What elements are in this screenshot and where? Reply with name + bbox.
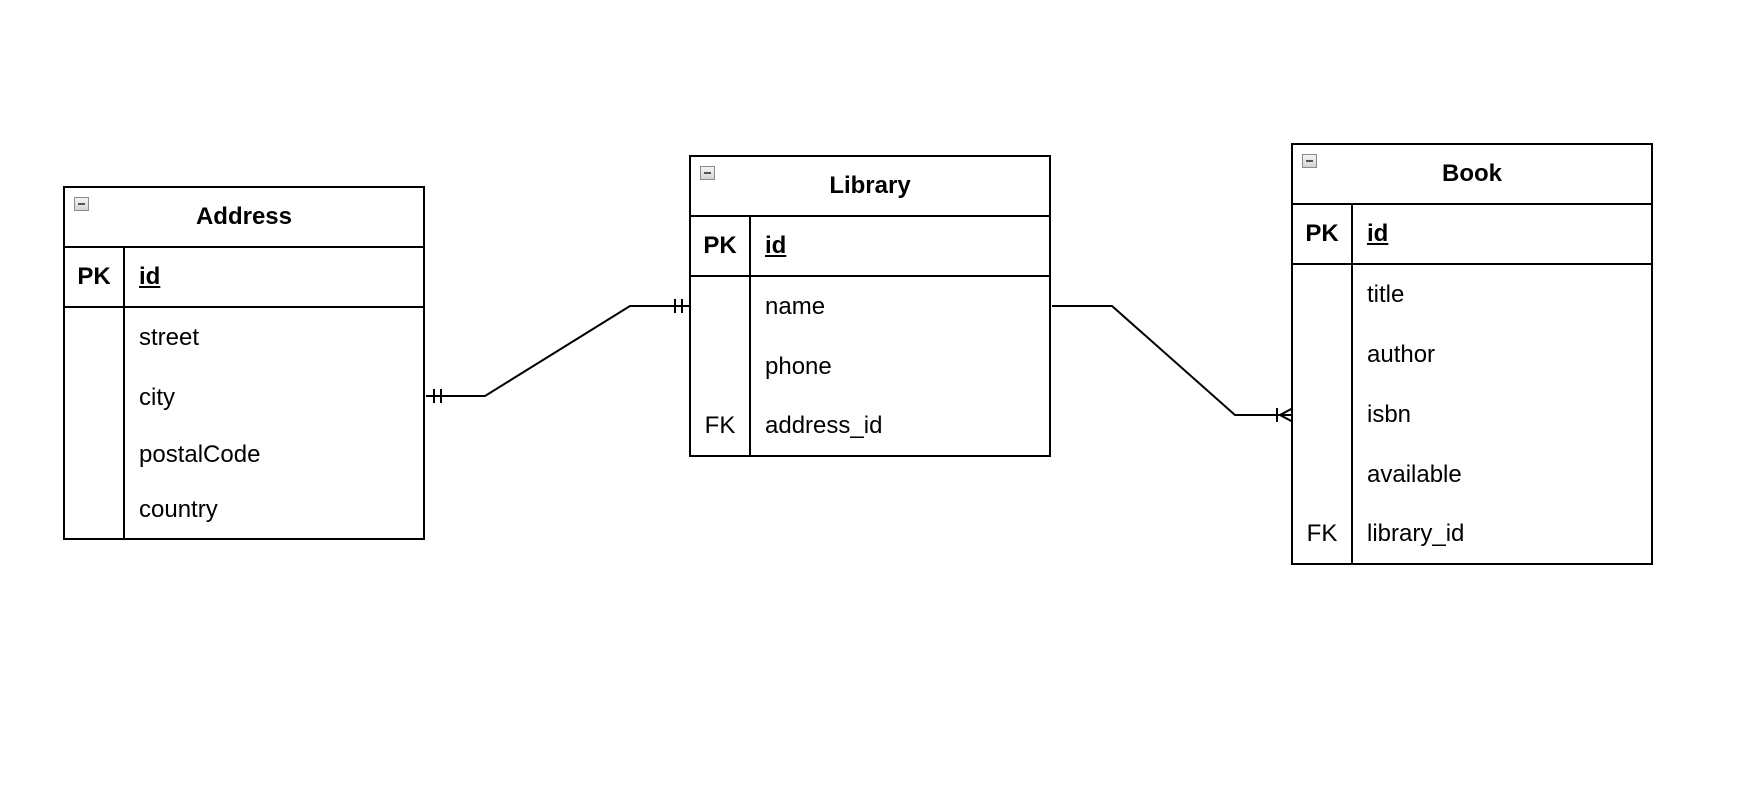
attribute-name: address_id <box>765 412 883 439</box>
key-label: PK <box>691 217 751 275</box>
key-label: PK <box>1293 205 1353 263</box>
attribute-row[interactable]: postalCode <box>65 428 423 482</box>
key-label <box>691 337 751 397</box>
key-label <box>1293 445 1353 505</box>
attribute-row[interactable]: title <box>1293 265 1651 325</box>
collapse-icon[interactable] <box>700 166 715 180</box>
attribute-name: library_id <box>1367 520 1465 547</box>
attribute-row[interactable]: author <box>1293 325 1651 385</box>
key-label <box>65 428 125 482</box>
attribute-row[interactable]: FK address_id <box>691 397 1049 455</box>
attribute-row[interactable]: name <box>691 277 1049 337</box>
key-label <box>691 277 751 337</box>
entity-title: Library <box>829 172 911 199</box>
entity-title: Book <box>1442 160 1502 187</box>
library-book-relationship[interactable] <box>1052 305 1296 424</box>
attribute-name: id <box>765 232 787 259</box>
primary-key-row[interactable]: PK id <box>1293 205 1651 265</box>
entity-title: Address <box>195 203 293 230</box>
attribute-row[interactable]: phone <box>691 337 1049 397</box>
attribute-name: isbn <box>1367 401 1412 428</box>
attribute-row[interactable]: available <box>1293 445 1651 505</box>
key-label: FK <box>1293 505 1353 563</box>
key-label <box>1293 385 1353 445</box>
attribute-name: postalCode <box>139 441 261 468</box>
attribute-name: city <box>139 384 175 411</box>
entity-library[interactable]: Library PK id name phone FK address_id <box>689 155 1051 457</box>
attribute-name: id <box>139 263 161 290</box>
entity-header: Address <box>65 188 423 248</box>
entity-address[interactable]: Address PK id street city postalCode cou… <box>63 186 425 540</box>
attribute-row[interactable]: isbn <box>1293 385 1651 445</box>
address-library-relationship[interactable] <box>426 299 690 403</box>
key-label <box>65 368 125 428</box>
collapse-icon[interactable] <box>74 197 89 211</box>
key-label: PK <box>65 248 125 306</box>
primary-key-row[interactable]: PK id <box>65 248 423 308</box>
attribute-row[interactable]: street <box>65 308 423 368</box>
entity-header: Library <box>691 157 1049 217</box>
key-label <box>1293 265 1353 325</box>
attribute-row[interactable]: city <box>65 368 423 428</box>
entity-book[interactable]: Book PK id title author isbn available F… <box>1291 143 1653 565</box>
attribute-row[interactable]: FK library_id <box>1293 505 1651 563</box>
attribute-name: country <box>139 496 218 523</box>
collapse-icon[interactable] <box>1302 154 1317 168</box>
attribute-name: id <box>1367 220 1389 247</box>
attribute-name: street <box>139 324 200 351</box>
attribute-name: author <box>1367 341 1436 368</box>
attribute-name: phone <box>765 353 832 380</box>
key-label: FK <box>691 397 751 455</box>
key-label <box>65 308 125 368</box>
attribute-name: name <box>765 293 826 320</box>
primary-key-row[interactable]: PK id <box>691 217 1049 277</box>
entity-header: Book <box>1293 145 1651 205</box>
attribute-name: available <box>1367 461 1462 488</box>
attribute-row[interactable]: country <box>65 482 423 538</box>
key-label <box>65 482 125 538</box>
key-label <box>1293 325 1353 385</box>
attribute-name: title <box>1367 281 1405 308</box>
